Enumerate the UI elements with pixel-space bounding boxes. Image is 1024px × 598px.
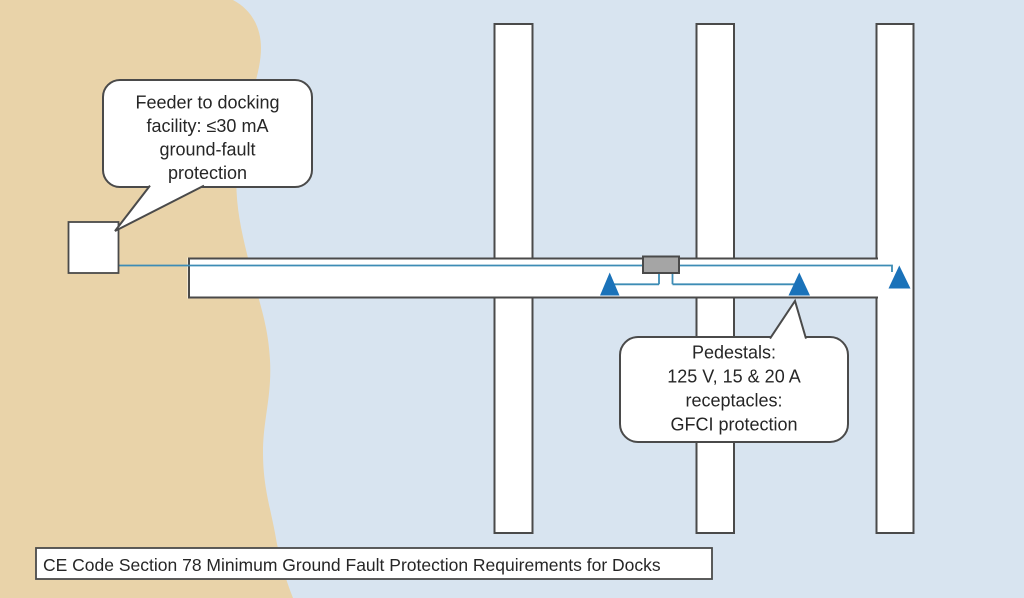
callout-feeder-line-1: Feeder to docking <box>135 93 279 113</box>
caption-box <box>35 547 713 580</box>
callout-pedestals-tail <box>769 298 807 340</box>
service-box <box>67 221 120 274</box>
callout-feeder-tail <box>114 184 205 232</box>
callout-pedestals-line-1: Pedestals: <box>692 343 776 363</box>
pedestal-marker-icon-3 <box>888 265 911 289</box>
caption-text: CE Code Section 78 Minimum Ground Fault … <box>43 555 661 575</box>
callout-pedestals-line-4: GFCI protection <box>670 415 797 435</box>
callout-pedestals-line-2: 125 V, 15 & 20 A <box>667 367 800 387</box>
main-dock-outline <box>188 257 878 299</box>
callout-feeder-line-4: protection <box>168 163 247 183</box>
main-dock-fill <box>187 257 878 299</box>
callout-pedestals-line-3: receptacles: <box>685 391 782 411</box>
pedestal-marker-icon-2 <box>788 272 810 296</box>
callout-feeder-line-2: facility: ≤30 mA <box>147 116 269 136</box>
callout-feeder <box>102 79 313 188</box>
feeder-wire <box>118 264 893 286</box>
junction-box <box>642 255 680 274</box>
pedestal-marker-icon-1 <box>600 272 620 296</box>
callout-pedestals <box>619 336 849 443</box>
callout-feeder-line-3: ground-fault <box>159 140 255 160</box>
